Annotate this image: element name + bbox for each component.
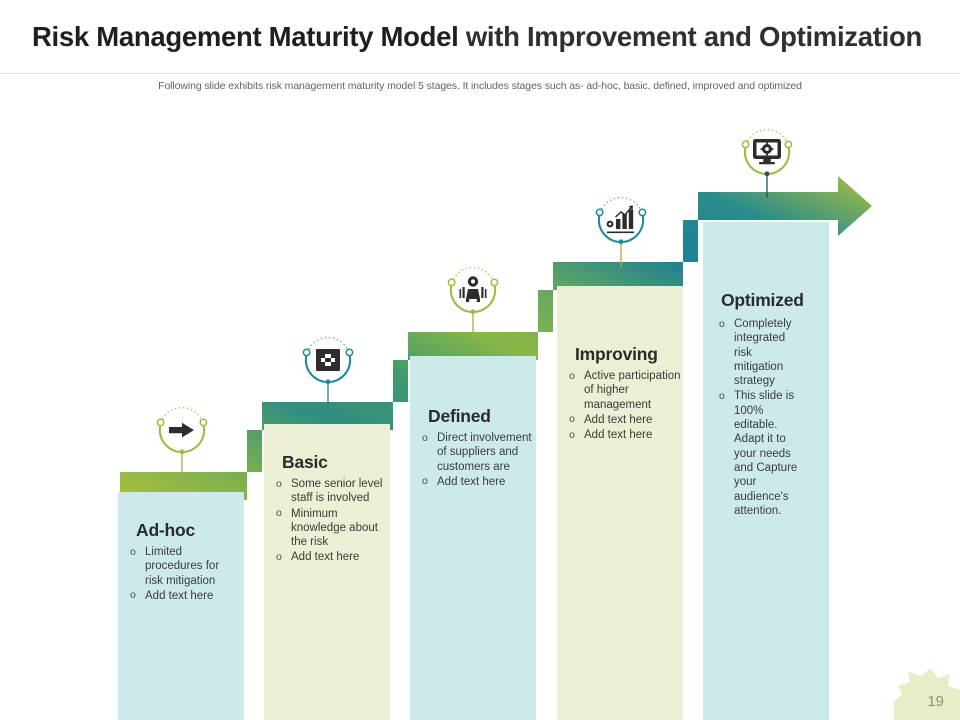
badge-dashed-arc [160,406,204,424]
stage-card-improving[interactable]: Improving Active participation of higher… [557,286,683,720]
stage-bullets-improving: Active participation of higher managemen… [567,369,683,443]
badge-node-bottom [179,449,185,455]
stage-bullets-ad-hoc: Limited procedures for risk mitigation A… [128,545,238,604]
page-subtitle: Following slide exhibits risk management… [158,80,802,92]
page-number-blob [894,668,960,720]
badge-node-left [741,140,750,149]
badge-solid-arc [597,212,645,244]
list-item: Limited procedures for risk mitigation [128,545,238,588]
badge-node-bottom [618,239,624,245]
badge-dashed-arc [599,196,643,214]
badge-node-bottom [325,379,331,385]
list-item: Add text here [128,588,238,603]
stage-title-basic: Basic [282,452,328,472]
list-item: Add text here [567,428,683,443]
stage-icon-basic[interactable] [294,326,362,394]
stage-title-improving: Improving [575,344,658,364]
badge-node-bottom [470,309,476,315]
stage-icon-optimized[interactable] [733,118,801,186]
list-item: Add text here [420,474,532,489]
blob-shape [894,668,960,720]
badge-node-left [595,208,604,217]
stage-bullets-basic: Some senior level staff is involved Mini… [274,477,388,566]
stage-bullets-optimized: Completely integrated risk mitigation st… [717,316,799,519]
stage-icon-ad-hoc[interactable] [148,396,216,464]
badge-node-left [302,348,311,357]
stage-icon-defined[interactable] [439,256,507,324]
list-item: Active participation of higher managemen… [567,369,683,412]
list-item: Completely integrated risk mitigation st… [717,316,799,388]
stage-title-ad-hoc: Ad-hoc [136,520,196,540]
stage-bullets-defined: Direct involvement of suppliers and cust… [420,431,532,490]
list-item: Some senior level staff is involved [274,477,388,506]
page-title-normal: with Improvement and Optimization [458,21,922,52]
stage-icon-improving[interactable] [587,186,655,254]
badge-node-left [156,418,165,427]
list-item: This slide is 100% editable. Adapt it to… [717,389,799,518]
stage-card-ad-hoc[interactable]: Ad-hoc Limited procedures for risk mitig… [118,492,244,720]
badge-node-right [490,278,499,287]
list-item: Minimum knowledge about the risk [274,506,388,550]
stage-card-optimized[interactable]: Optimized Completely integrated risk mit… [703,222,829,720]
page-number: 19 [927,693,944,710]
badge-node-bottom [764,171,770,177]
stage-card-defined[interactable]: Defined Direct involvement of suppliers … [410,356,536,720]
page-title-bold: Risk Management Maturity Model [32,21,459,52]
list-item: Direct involvement of suppliers and cust… [420,431,532,474]
badge-node-right [199,418,208,427]
badge-node-right [784,140,793,149]
stage-title-defined: Defined [428,406,491,426]
crop-frame-icon [316,349,340,371]
page-title: Risk Management Maturity Model with Impr… [32,20,932,54]
list-item: Add text here [274,550,388,565]
stage-card-basic[interactable]: Basic Some senior level staff is involve… [264,424,390,720]
badge-node-right [345,348,354,357]
list-item: Add text here [567,412,683,427]
person-gear-icon [459,276,487,302]
badge-node-left [447,278,456,287]
stage-title-optimized: Optimized [721,290,804,310]
monitor-gear-icon [753,139,781,165]
badge-node-right [638,208,647,217]
slide-header: Risk Management Maturity Model with Impr… [0,0,960,74]
bar-chart-growth-icon [606,205,634,234]
arrow-right-icon [169,422,194,438]
